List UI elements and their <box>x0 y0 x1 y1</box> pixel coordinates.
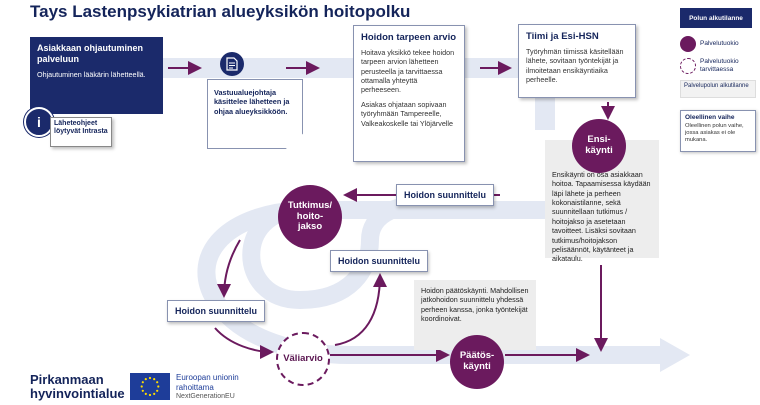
page-title: Tays Lastenpsykiatrian alueyksikön hoito… <box>30 2 411 21</box>
legend-end-chip: Palvelupolun alkutilanne <box>680 80 756 98</box>
legend-service-dot <box>680 36 696 52</box>
planning-top-label: Hoidon suunnittelu <box>404 190 486 200</box>
midterm-label: Väliarvio <box>283 352 323 364</box>
legend-essential-title: Oleellinen vaihe <box>685 114 735 121</box>
planning-middle-label: Hoidon suunnittelu <box>338 256 420 266</box>
eu-line-2: rahoittama <box>176 383 214 392</box>
path-band-return <box>242 196 640 310</box>
first-visit-circle: Ensi-käynti <box>572 119 626 173</box>
planning-left-label: Hoidon suunnittelu <box>175 306 257 316</box>
start-box-text: Ohjautuminen lääkärin lähetteellä. <box>37 69 146 79</box>
arrow-midterm-to-middle <box>334 273 387 346</box>
care-need-heading: Hoidon tarpeen arvio <box>361 32 457 43</box>
eu-flag-icon <box>130 373 170 400</box>
team-text: Työryhmän tiimissä käsitellään lähete, s… <box>526 47 624 85</box>
eu-line-1: Euroopan unionin <box>176 373 239 382</box>
org-line-2: hyvinvointialue <box>30 386 125 402</box>
care-need-text-1: Hoitava yksikkö tekee hoidon tarpeen arv… <box>361 48 455 95</box>
legend-optional-label: Palvelutuokio tarvittaessa <box>700 58 739 74</box>
decision-description: Hoidon päätöskäynti. Mahdollisen jatkoho… <box>414 280 536 350</box>
eu-line-3: NextGenerationEU <box>176 393 235 400</box>
care-need-text-2: Asiakas ohjataan sopivaan työryhmään Tam… <box>361 99 454 128</box>
supervisor-note: Vastuualuejohtaja käsittelee lähetteen j… <box>207 79 303 149</box>
legend-start-label: Polun alkutilanne <box>689 14 743 22</box>
care-need-box: Hoidon tarpeen arvio Hoitava yksikkö tek… <box>353 25 465 162</box>
organization-logo: Pirkanmaan hyvinvointialue <box>30 372 125 402</box>
legend-essential-text: Oleellinen polun vaihe, jossa asiakas ei… <box>685 123 744 143</box>
supervisor-note-text: Vastuualuejohtaja käsittelee lähetteen j… <box>214 88 290 116</box>
legend-service-label: Palvelutuokio <box>700 40 739 47</box>
first-visit-label: Ensi-käynti <box>585 134 613 156</box>
start-box: Asiakkaan ohjautuminen palveluun Ohjautu… <box>30 37 163 114</box>
first-visit-text: Ensikäynti on osa asiakkaan hoitoa. Tapa… <box>552 170 651 264</box>
info-note-text: Läheteohjeet löytyvät Intrasta <box>54 120 108 136</box>
info-icon[interactable]: i <box>24 107 54 137</box>
info-note[interactable]: Läheteohjeet löytyvät Intrasta <box>50 117 112 147</box>
decision-circle: Päätös-käynti <box>450 335 504 389</box>
document-icon <box>220 52 244 76</box>
legend-start-chip: Polun alkutilanne <box>680 8 752 28</box>
planning-left: Hoidon suunnittelu <box>167 300 265 322</box>
start-box-heading: Asiakkaan ohjautuminen palveluun <box>37 43 144 64</box>
decision-text: Hoidon päätöskäynti. Mahdollisen jatkoho… <box>421 286 529 324</box>
midterm-circle: Väliarvio <box>276 332 330 386</box>
research-label: Tutkimus/ hoito-jakso <box>287 199 333 233</box>
legend-optional-dot <box>680 58 696 74</box>
planning-top: Hoidon suunnittelu <box>396 184 494 206</box>
arrow-research-to-left <box>217 239 241 298</box>
eu-funding-text: Euroopan unionin rahoittama NextGenerati… <box>176 373 239 402</box>
decision-label: Päätös-käynti <box>459 350 495 372</box>
org-line-1: Pirkanmaan <box>30 372 104 387</box>
research-circle: Tutkimus/ hoito-jakso <box>278 185 342 249</box>
arrow-left-to-midterm <box>214 327 274 359</box>
legend-end-label: Palvelupolun alkutilanne <box>684 83 749 89</box>
team-box: Tiimi ja Esi-HSN Työryhmän tiimissä käsi… <box>518 24 636 98</box>
legend-essential-box: Oleellinen vaihe Oleellinen polun vaihe,… <box>680 110 756 152</box>
legend-panel: Polun alkutilanne Palvelutuokio Palvelut… <box>672 0 760 155</box>
path-band-end-arrow <box>660 338 690 372</box>
team-heading: Tiimi ja Esi-HSN <box>526 31 599 42</box>
planning-middle: Hoidon suunnittelu <box>330 250 428 272</box>
